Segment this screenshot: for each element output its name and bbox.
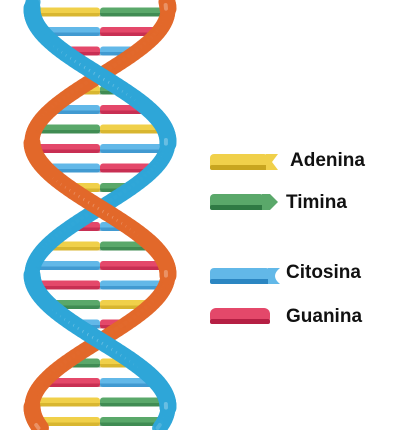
- base-pair-shade: [33, 267, 100, 271]
- base-pair-shade: [100, 403, 168, 407]
- legend-item-citosina: Citosina: [208, 260, 398, 290]
- adenina-base-icon: [208, 148, 280, 178]
- dna-double-helix: [0, 0, 210, 430]
- strand-highlight: [36, 425, 38, 428]
- guanina-base-icon: [208, 302, 280, 332]
- legend-item-timina: Timina: [208, 190, 398, 220]
- citosina-label: Citosina: [286, 262, 361, 284]
- timina-label: Timina: [286, 192, 347, 214]
- base-pair-shade: [35, 130, 100, 134]
- guanina-label: Guanina: [286, 306, 362, 328]
- base-pair-shade: [100, 150, 167, 154]
- timina-base-icon: [208, 190, 280, 220]
- adenina-label: Adenina: [290, 150, 365, 172]
- base-pair-shade: [100, 130, 165, 134]
- legend-item-guanina: Guanina: [208, 302, 398, 332]
- base-pair-shade: [32, 403, 100, 407]
- legend-item-adenina: Adenina: [208, 148, 398, 178]
- strand-highlight: [158, 425, 160, 428]
- base-pair-shade: [100, 267, 167, 271]
- base-pair-shade: [100, 13, 168, 17]
- base-pair-shade: [32, 13, 100, 17]
- citosina-base-icon: [208, 260, 280, 290]
